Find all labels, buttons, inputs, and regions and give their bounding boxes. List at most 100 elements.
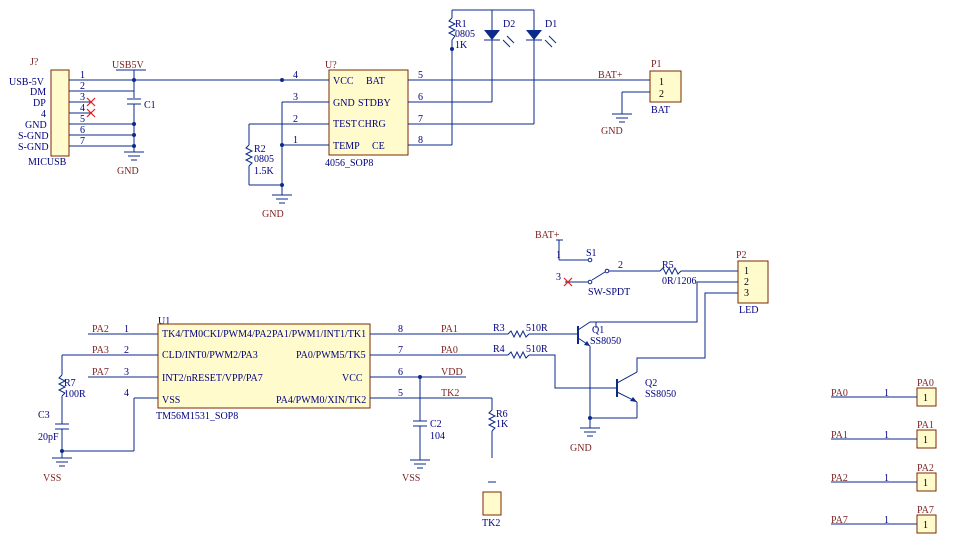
charger-pin-num-4: 4 xyxy=(293,70,298,81)
net-label-pa7: PA7 xyxy=(831,515,848,526)
mcu-body xyxy=(157,323,371,409)
gnd-symbol: GND xyxy=(570,427,600,454)
d2-designator: D2 xyxy=(503,19,515,30)
p1-pin-2: 2 xyxy=(659,89,664,100)
r4-value: 510R xyxy=(526,344,548,355)
mcu-designator: U1 xyxy=(158,316,170,327)
charger-ic: U? VCC GND TEST TEMP BAT STDBY CHRG CE 4… xyxy=(249,60,640,169)
mcu-pin-label-2: CLD/INT0/PWM2/PA3 xyxy=(162,350,258,361)
mcu-pin-num-1: 1 xyxy=(124,324,129,335)
no-connect-marker xyxy=(86,108,96,118)
r4-designator: R4 xyxy=(493,344,505,355)
test-point-pa0: PA0 1 PA0 1 xyxy=(831,378,937,407)
usb-pin-label-6: S-GND xyxy=(18,131,49,142)
capacitor-c3: C3 20pF xyxy=(38,410,69,443)
r5-value: 0R/1206 xyxy=(662,276,696,287)
charger-pin-test: TEST xyxy=(333,119,357,130)
s1-pin-3: 3 xyxy=(556,272,561,283)
charger-designator: U? xyxy=(325,60,337,71)
tp-pa1-pin-num: 1 xyxy=(884,430,889,441)
mcu-pin-label-1: TK4/TM0CKI/PWM4/PA2 xyxy=(162,329,272,340)
switch-s1: S1 1 3 2 SW-SPDT xyxy=(556,248,660,298)
vss-label: VSS xyxy=(43,473,61,484)
usb-connector: J? USB-5V DM DP 4 GND S-GND S-GND MICUSB… xyxy=(9,57,134,168)
tp-pa2-designator: PA2 xyxy=(917,463,934,474)
r1-package: 0805 xyxy=(455,29,475,40)
charger-pin-ce: CE xyxy=(372,141,385,152)
charger-pin-num-1: 1 xyxy=(293,135,298,146)
gnd-label: GND xyxy=(570,443,592,454)
capacitor-c2: C2 104 xyxy=(413,419,445,442)
mcu-pin-num-7: 7 xyxy=(398,345,403,356)
gnd-label: GND xyxy=(117,166,139,177)
mcu-pin-label-5: PA4/PWM0/XIN/TK2 xyxy=(276,395,366,406)
tp-pa2-pin: 1 xyxy=(923,478,928,489)
p1-name: BAT xyxy=(651,105,670,116)
usb-pin-num-1: 1 xyxy=(80,70,85,81)
net-label-pa0: PA0 xyxy=(831,388,848,399)
usb-pin-label-2: DM xyxy=(30,87,46,98)
gnd-symbol: GND xyxy=(601,113,632,137)
charger-pin-num-7: 7 xyxy=(418,114,423,125)
p2-pin-3: 3 xyxy=(744,288,749,299)
net-label-vdd: VDD xyxy=(441,367,463,378)
s1-pin-1: 1 xyxy=(556,250,561,261)
mcu-pin-num-8: 8 xyxy=(398,324,403,335)
charger-name: 4056_SOP8 xyxy=(325,158,373,169)
net-label-pa3: PA3 xyxy=(92,345,109,356)
vss-symbol: VSS xyxy=(43,457,72,484)
p1-designator: P1 xyxy=(651,59,662,70)
resistor-r1: R1 0805 1K xyxy=(447,17,475,51)
net-label-bat-plus: BAT+ xyxy=(535,230,560,241)
led-d1: D1 xyxy=(526,19,557,48)
mcu-name: TM56M1531_SOP8 xyxy=(156,411,238,422)
r7-value: 100R xyxy=(64,389,86,400)
resistor-r4: R4 510R xyxy=(493,344,548,360)
net-label-pa2: PA2 xyxy=(831,473,848,484)
mcu-pin-num-3: 3 xyxy=(124,367,129,378)
c2-designator: C2 xyxy=(430,419,442,430)
r1-value: 1K xyxy=(455,40,468,51)
resistor-r7: R7 100R xyxy=(57,374,86,400)
tk2-designator: TK2 xyxy=(482,518,500,529)
no-connect-marker xyxy=(563,277,573,287)
resistor-r3: R3 510R xyxy=(493,323,548,339)
usb-name: MICUSB xyxy=(28,157,67,168)
c3-designator: C3 xyxy=(38,410,50,421)
r3-value: 510R xyxy=(526,323,548,334)
s1-name: SW-SPDT xyxy=(588,287,630,298)
mcu-pin-num-4: 4 xyxy=(124,388,129,399)
tp-pa2-pin-num: 1 xyxy=(884,473,889,484)
mcu-pin-label-8: PA1/PWM1/INT1/TK1 xyxy=(272,329,366,340)
net-label-pa0: PA0 xyxy=(441,345,458,356)
c2-value: 104 xyxy=(430,431,445,442)
test-point-pa1: PA1 1 PA1 1 xyxy=(831,420,937,449)
usb-pin-num-7: 7 xyxy=(80,136,85,147)
net-label-bat-plus: BAT+ xyxy=(598,70,623,81)
p1-pin-1: 1 xyxy=(659,77,664,88)
charger-pin-num-2: 2 xyxy=(293,114,298,125)
charger-pin-stdby: STDBY xyxy=(358,98,391,109)
tp-pa7-designator: PA7 xyxy=(917,505,934,516)
q2-value: SS8050 xyxy=(645,389,676,400)
charger-pin-bat: BAT xyxy=(366,76,385,87)
led-d2: D2 xyxy=(484,19,515,48)
usb-pin-label-4: 4 xyxy=(41,109,46,120)
s1-pin-2: 2 xyxy=(618,260,623,271)
d1-designator: D1 xyxy=(545,19,557,30)
usb-pin-label-1: USB-5V xyxy=(9,77,45,88)
charger-pin-num-8: 8 xyxy=(418,135,423,146)
r5-designator: R5 xyxy=(662,260,674,271)
vss-symbol: VSS xyxy=(402,459,430,484)
net-label-usb5v: USB5V xyxy=(112,60,144,71)
s1-designator: S1 xyxy=(586,248,597,259)
transistor-q1: Q1 SS8050 xyxy=(577,321,621,422)
mcu-pin-label-3: INT2/nRESET/VPP/PA7 xyxy=(162,373,263,384)
vss-label: VSS xyxy=(402,473,420,484)
net-label-tk2: TK2 xyxy=(441,388,459,399)
usb-pin-num-5: 5 xyxy=(80,114,85,125)
r2-designator: R2 xyxy=(254,144,266,155)
p2-pin-1: 1 xyxy=(744,266,749,277)
tp-pa0-pin: 1 xyxy=(923,393,928,404)
